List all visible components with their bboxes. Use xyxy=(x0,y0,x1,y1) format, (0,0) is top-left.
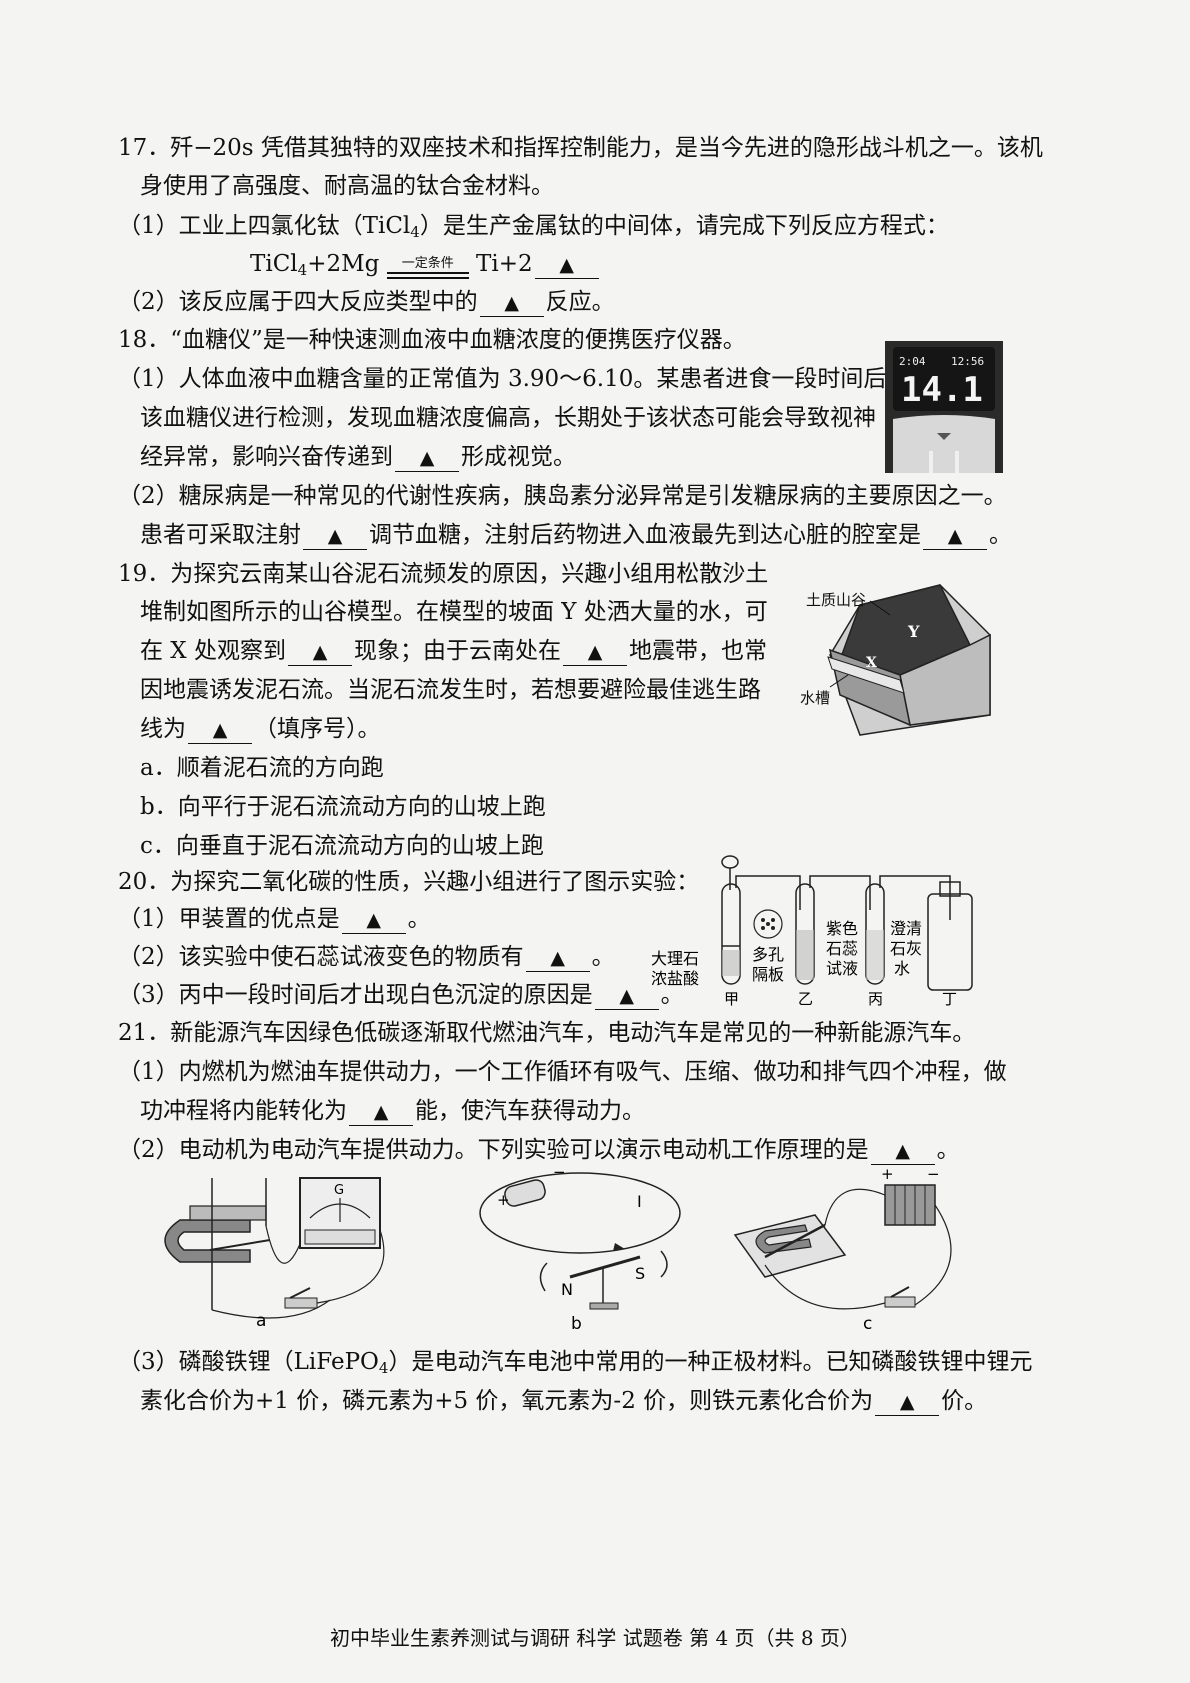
q19-option-b: b．向平行于泥石流流动方向的山坡上跑 xyxy=(140,794,546,820)
q17-part2: （2）该反应属于四大反应类型中的▲反应。 xyxy=(118,289,615,317)
answer-blank[interactable]: ▲ xyxy=(534,251,599,279)
q20-part2: （2）该实验中使石蕊试液变色的物质有▲。 xyxy=(118,944,615,972)
q21-part3-line2: 素化合价为+1 价，磷元素为+5 价，氧元素为-2 价，则铁元素化合价为▲价。 xyxy=(140,1388,988,1416)
q19-line3: 在 X 处观察到▲现象；由于云南处在▲地震带，也常 xyxy=(140,638,767,666)
label-lime-2: 石灰 xyxy=(890,939,922,958)
answer-blank[interactable]: ▲ xyxy=(594,982,659,1010)
q19-option-a: a．顺着泥石流的方向跑 xyxy=(140,755,384,781)
figure-a-induction: G a xyxy=(150,1170,410,1330)
label-litmus-3: 试液 xyxy=(826,959,858,978)
q19-line5: 线为▲（填序号）。 xyxy=(140,716,381,744)
figure-c-motor: + − c xyxy=(725,1165,975,1335)
label-hcl: 浓盐酸 xyxy=(651,969,699,988)
answer-blank[interactable]: ▲ xyxy=(341,906,406,934)
answer-blank[interactable]: ▲ xyxy=(923,522,987,550)
meter-time-left: 2:04 xyxy=(899,355,926,368)
answer-blank[interactable]: ▲ xyxy=(288,638,352,666)
label-yi: 乙 xyxy=(798,990,813,1008)
answer-blank[interactable]: ▲ xyxy=(479,289,544,317)
glucose-meter-photo: 2:04 12:56 14.1 xyxy=(885,341,1003,473)
label-bing: 丙 xyxy=(868,990,883,1008)
label-porous-2: 隔板 xyxy=(752,965,784,984)
q21-part2: （2）电动机为电动汽车提供动力。下列实验可以演示电动机工作原理的是▲。 xyxy=(118,1137,960,1165)
label-fig-c: c xyxy=(863,1314,872,1334)
q17-part1: （1）工业上四氯化钛（TiCl4）是生产金属钛的中间体，请完成下列反应方程式： xyxy=(118,213,949,241)
label-fig-b: b xyxy=(571,1314,582,1334)
q18-part1-line1: （1）人体血液中血糖含量的正常值为 3.90～6.10。某患者进食一段时间后用 xyxy=(118,366,910,392)
label-s: S xyxy=(635,1264,645,1283)
label-litmus-2: 石蕊 xyxy=(826,939,858,958)
answer-blank[interactable]: ▲ xyxy=(188,716,252,744)
answer-blank[interactable]: ▲ xyxy=(349,1098,413,1126)
label-c-plus: + xyxy=(881,1165,894,1183)
label-c-minus: − xyxy=(927,1165,940,1183)
answer-blank[interactable]: ▲ xyxy=(395,444,459,472)
figure-b-oersted: + − I N S b xyxy=(475,1165,685,1335)
q20-line1: 20．为探究二氧化碳的性质，兴趣小组进行了图示实验： xyxy=(118,869,700,895)
label-x: X xyxy=(866,655,877,671)
label-fig-a: a xyxy=(256,1311,266,1330)
label-jia: 甲 xyxy=(724,990,739,1008)
q18-part1-line2: 该血糖仪进行检测，发现血糖浓度偏高，长期处于该状态可能会导致视神 xyxy=(140,405,876,431)
q18-part1-line3: 经异常，影响兴奋传递到▲形成视觉。 xyxy=(140,444,576,472)
label-porous-1: 多孔 xyxy=(752,945,784,964)
q18-part2-line1: （2）糖尿病是一种常见的代谢性疾病，胰岛素分泌异常是引发糖尿病的主要原因之一。 xyxy=(118,483,1007,509)
q21-part1-line1: （1）内燃机为燃油车提供动力，一个工作循环有吸气、压缩、做功和排气四个冲程，做 xyxy=(118,1059,1007,1085)
label-plus: + xyxy=(497,1191,510,1209)
q17-line2: 身使用了高强度、耐高温的钛合金材料。 xyxy=(140,173,554,199)
q19-line4: 因地震诱发泥石流。当泥石流发生时，若想要避险最佳逃生路 xyxy=(140,677,761,703)
q18-line1: 18．“血糖仪”是一种快速测血液中血糖浓度的便携医疗仪器。 xyxy=(118,327,746,353)
q17-line1: 17．歼−20s 凭借其独特的双座技术和指挥控制能力，是当今先进的隐形战斗机之一… xyxy=(118,135,1043,161)
answer-blank[interactable]: ▲ xyxy=(870,1137,935,1165)
label-lime-1: 澄清 xyxy=(890,919,922,938)
label-n: N xyxy=(561,1280,573,1299)
reaction-condition: 一定条件 xyxy=(386,257,469,279)
q17-equation: TiCl4+2Mg 一定条件 Ti+2▲ xyxy=(250,249,601,285)
q18-part2-line2: 患者可采取注射▲调节血糖，注射后药物进入血液最先到达心脏的腔室是▲。 xyxy=(140,522,1012,550)
label-lime-3: 水 xyxy=(894,959,910,978)
q19-line2: 堆制如图所示的山谷模型。在模型的坡面 Y 处洒大量的水，可 xyxy=(140,599,768,625)
valley-model-figure: Y X 土质山谷 水槽 xyxy=(800,575,1000,745)
label-minus: − xyxy=(553,1165,566,1181)
label-valley: 土质山谷 xyxy=(806,591,866,609)
q19-option-c: c．向垂直于泥石流流动方向的山坡上跑 xyxy=(140,833,544,859)
label-y: Y xyxy=(907,622,920,641)
q21-part3-line1: （3）磷酸铁锂（LiFePO4）是电动汽车电池中常用的一种正极材料。已知磷酸铁锂… xyxy=(118,1349,1033,1377)
label-trough: 水槽 xyxy=(800,689,830,707)
q21-line1: 21．新能源汽车因绿色低碳逐渐取代燃油汽车，电动汽车是常见的一种新能源汽车。 xyxy=(118,1020,976,1046)
q21-part1-line2: 功冲程将内能转化为▲能，使汽车获得动力。 xyxy=(140,1098,645,1126)
label-ding: 丁 xyxy=(942,990,957,1008)
q19-line1: 19．为探究云南某山谷泥石流频发的原因，兴趣小组用松散沙土 xyxy=(118,561,769,587)
q20-part1: （1）甲装置的优点是▲。 xyxy=(118,906,431,934)
answer-blank[interactable]: ▲ xyxy=(525,944,590,972)
label-g: G xyxy=(334,1183,344,1198)
meter-reading: 14.1 xyxy=(901,370,983,410)
answer-blank[interactable]: ▲ xyxy=(563,638,627,666)
q20-part3: （3）丙中一段时间后才出现白色沉淀的原因是▲。 xyxy=(118,982,684,1010)
label-current: I xyxy=(637,1192,642,1211)
co2-apparatus-figure: 大理石 浓盐酸 多孔 隔板 紫色 石蕊 试液 澄清 石灰 水 甲 乙 丙 丁 xyxy=(650,850,980,1010)
page-footer: 初中毕业生素养测试与调研 科学 试题卷 第 4 页（共 8 页） xyxy=(330,1626,860,1650)
answer-blank[interactable]: ▲ xyxy=(875,1388,940,1416)
label-litmus-1: 紫色 xyxy=(826,919,858,938)
answer-blank[interactable]: ▲ xyxy=(303,522,367,550)
label-marble: 大理石 xyxy=(651,949,699,968)
meter-time-right: 12:56 xyxy=(951,355,984,368)
